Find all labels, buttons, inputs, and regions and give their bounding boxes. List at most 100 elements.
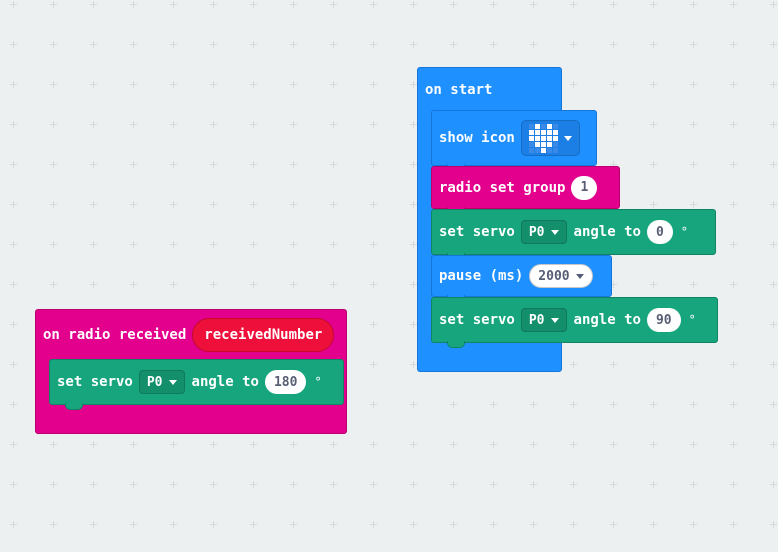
grid-mark: [410, 201, 417, 208]
grid-mark: [130, 441, 137, 448]
grid-mark: [10, 201, 17, 208]
set-servo-label: set servo: [439, 312, 515, 328]
set-servo-block[interactable]: set servo P0 angle to 90 °: [431, 297, 718, 348]
grid-mark: [610, 361, 617, 368]
grid-mark: [730, 121, 737, 128]
grid-mark: [370, 1, 377, 8]
led-cell: [534, 135, 540, 141]
grid-mark: [410, 441, 417, 448]
grid-mark: [210, 481, 217, 488]
grid-mark: [730, 161, 737, 168]
angle-input[interactable]: 180: [264, 370, 307, 394]
radio-group-input[interactable]: 1: [571, 175, 598, 200]
grid-mark: [570, 521, 577, 528]
grid-mark: [730, 521, 737, 528]
grid-mark: [650, 401, 657, 408]
grid-mark: [410, 121, 417, 128]
grid-mark: [530, 401, 537, 408]
servo-pin-dropdown[interactable]: P0: [520, 308, 567, 332]
set-servo-block[interactable]: set servo P0 angle to 180 °: [49, 359, 344, 410]
grid-mark: [730, 41, 737, 48]
grid-mark: [330, 81, 337, 88]
grid-mark: [410, 41, 417, 48]
grid-mark: [10, 41, 17, 48]
grid-mark: [730, 281, 737, 288]
grid-mark: [530, 521, 537, 528]
grid-mark: [690, 201, 697, 208]
grid-mark: [410, 281, 417, 288]
set-servo-label: set servo: [439, 224, 515, 240]
grid-mark: [370, 361, 377, 368]
led-cell: [528, 147, 534, 153]
grid-mark: [610, 41, 617, 48]
show-icon-block[interactable]: show icon: [431, 110, 597, 171]
pause-block[interactable]: pause (ms) 2000: [431, 255, 612, 302]
radio-set-group-block[interactable]: radio set group 1: [431, 166, 620, 214]
icon-picker-dropdown[interactable]: [520, 120, 580, 156]
grid-mark: [410, 361, 417, 368]
grid-mark: [10, 1, 17, 8]
led-cell: [546, 141, 552, 147]
grid-mark: [290, 241, 297, 248]
grid-mark: [130, 1, 137, 8]
servo-pin-value: P0: [528, 224, 545, 240]
grid-mark: [690, 161, 697, 168]
grid-mark: [370, 161, 377, 168]
led-cell: [546, 129, 552, 135]
angle-input[interactable]: 0: [646, 220, 673, 244]
grid-mark: [730, 81, 737, 88]
grid-mark: [650, 281, 657, 288]
grid-mark: [730, 401, 737, 408]
grid-mark: [170, 1, 177, 8]
grid-mark: [290, 161, 297, 168]
grid-mark: [770, 81, 777, 88]
led-cell: [552, 141, 558, 147]
grid-mark: [90, 441, 97, 448]
grid-mark: [130, 121, 137, 128]
grid-mark: [90, 161, 97, 168]
led-cell: [552, 147, 558, 153]
show-icon-label: show icon: [439, 130, 515, 146]
grid-mark: [50, 161, 57, 168]
angle-input[interactable]: 90: [646, 308, 681, 332]
servo-pin-dropdown[interactable]: P0: [520, 220, 567, 244]
grid-mark: [290, 521, 297, 528]
grid-mark: [570, 481, 577, 488]
grid-mark: [170, 201, 177, 208]
grid-mark: [50, 441, 57, 448]
grid-mark: [330, 161, 337, 168]
grid-mark: [770, 441, 777, 448]
grid-mark: [10, 121, 17, 128]
led-cell: [552, 135, 558, 141]
grid-mark: [10, 401, 17, 408]
grid-mark: [570, 1, 577, 8]
grid-mark: [530, 41, 537, 48]
grid-mark: [10, 521, 17, 528]
grid-mark: [130, 161, 137, 168]
received-number-variable[interactable]: receivedNumber: [192, 318, 335, 352]
grid-mark: [690, 121, 697, 128]
servo-pin-dropdown[interactable]: P0: [138, 370, 185, 394]
led-cell: [534, 147, 540, 153]
grid-mark: [770, 281, 777, 288]
pause-duration-dropdown[interactable]: 2000: [529, 264, 593, 288]
grid-mark: [370, 41, 377, 48]
grid-mark: [250, 161, 257, 168]
grid-mark: [210, 241, 217, 248]
chevron-down-icon: [168, 379, 177, 385]
set-servo-block[interactable]: set servo P0 angle to 0 °: [431, 209, 716, 260]
grid-mark: [610, 281, 617, 288]
grid-mark: [770, 161, 777, 168]
grid-mark: [610, 1, 617, 8]
grid-mark: [130, 241, 137, 248]
led-cell: [528, 123, 534, 129]
grid-mark: [330, 521, 337, 528]
grid-mark: [370, 481, 377, 488]
grid-mark: [210, 281, 217, 288]
grid-mark: [130, 521, 137, 528]
grid-mark: [650, 481, 657, 488]
grid-mark: [370, 441, 377, 448]
grid-mark: [10, 81, 17, 88]
grid-mark: [330, 41, 337, 48]
